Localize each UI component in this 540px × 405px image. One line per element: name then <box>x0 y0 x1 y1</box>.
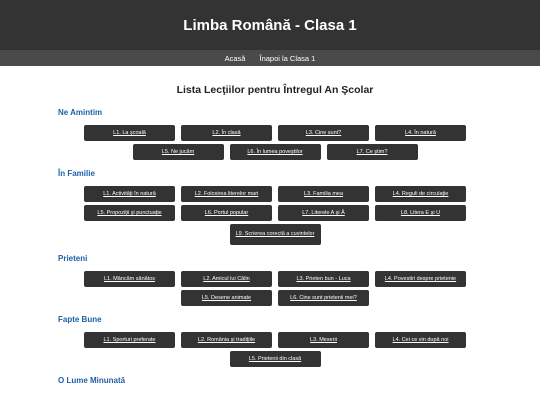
site-title: Limba Română - Clasa 1 <box>183 16 357 34</box>
lesson-button[interactable]: L5. Desene animate <box>181 290 272 306</box>
lesson-grid: L1. Mâncăm sănătos L2. Amicul lui Călin L3… <box>58 271 492 306</box>
lesson-button[interactable]: L7. Ce ştim? <box>326 144 418 160</box>
section-title: Ne Amintim <box>58 108 103 117</box>
lesson-grid: L1. La şcoală L2. În clasă L3. Cine sunt? L… <box>58 125 492 160</box>
page-title: Lista Lecţiilor pentru Întregul An Şcola… <box>176 84 374 96</box>
section-title: În Familie <box>58 169 95 178</box>
lesson-button[interactable]: L3. Familia mea <box>278 186 369 202</box>
section-title: Fapte Bune <box>58 315 102 324</box>
lesson-button[interactable]: L3. Prieten bun - Luca <box>278 271 369 287</box>
lesson-button[interactable]: L3. Cine sunt? <box>278 125 369 141</box>
lesson-section: O Lume Minunată <box>58 376 492 385</box>
lesson-button[interactable]: L6. Cine sunt prietenii mei? <box>278 290 369 306</box>
lesson-button[interactable]: L1. Mâncăm sănătos <box>84 271 175 287</box>
lesson-button[interactable]: L4. Povestiri despre prietenie <box>375 271 466 287</box>
nav-link-home[interactable]: Acasă <box>224 53 246 63</box>
lesson-button[interactable]: L5. Prietenii din clasă <box>229 351 321 367</box>
lesson-button[interactable]: L5. Propoziţii şi punctuaţie <box>84 205 175 221</box>
nav-bar: Acasă Înapoi la Clasa 1 <box>0 50 540 66</box>
lesson-button[interactable]: L3. Meserii <box>278 332 369 348</box>
lesson-button[interactable]: L9. Scrierea corectă a cuvintelor <box>229 224 321 245</box>
section-title: O Lume Minunată <box>58 376 126 385</box>
lesson-button[interactable]: L7. Literele A şi Ă <box>278 205 369 221</box>
lesson-button[interactable]: L6. În lumea poveştilor <box>229 144 321 160</box>
lesson-button[interactable]: L5. Ne jucăm <box>132 144 224 160</box>
lesson-button[interactable]: L1. La şcoală <box>84 125 175 141</box>
lesson-button[interactable]: L8. Litera E şi U <box>375 205 466 221</box>
lesson-button[interactable]: L4. În natură <box>375 125 466 141</box>
page-header: Limba Română - Clasa 1 <box>0 0 540 50</box>
lesson-button[interactable]: L2. Amicul lui Călin <box>181 271 272 287</box>
nav-link-back[interactable]: Înapoi la Clasa 1 <box>259 53 316 63</box>
lesson-button[interactable]: L2. România şi tradiţiile <box>181 332 272 348</box>
main-content: Lista Lecţiilor pentru Întregul An Şcola… <box>0 84 540 385</box>
lesson-button[interactable]: L4. Reguli de circulaţie <box>375 186 466 202</box>
lesson-grid: L1. Sporturi preferate L2. România şi tra… <box>58 332 492 367</box>
lesson-grid: L1. Activităţi în natură L2. Folosirea li… <box>58 186 492 245</box>
lesson-button[interactable]: L2. Folosirea literelor mari <box>181 186 272 202</box>
lesson-button[interactable]: L1. Activităţi în natură <box>84 186 175 202</box>
lesson-button[interactable]: L1. Sporturi preferate <box>84 332 175 348</box>
lesson-button[interactable]: L6. Portul popular <box>181 205 272 221</box>
lesson-button[interactable]: L2. În clasă <box>181 125 272 141</box>
section-title: Prieteni <box>58 254 88 263</box>
lesson-button[interactable]: L4. Cei ce vin după noi <box>375 332 466 348</box>
